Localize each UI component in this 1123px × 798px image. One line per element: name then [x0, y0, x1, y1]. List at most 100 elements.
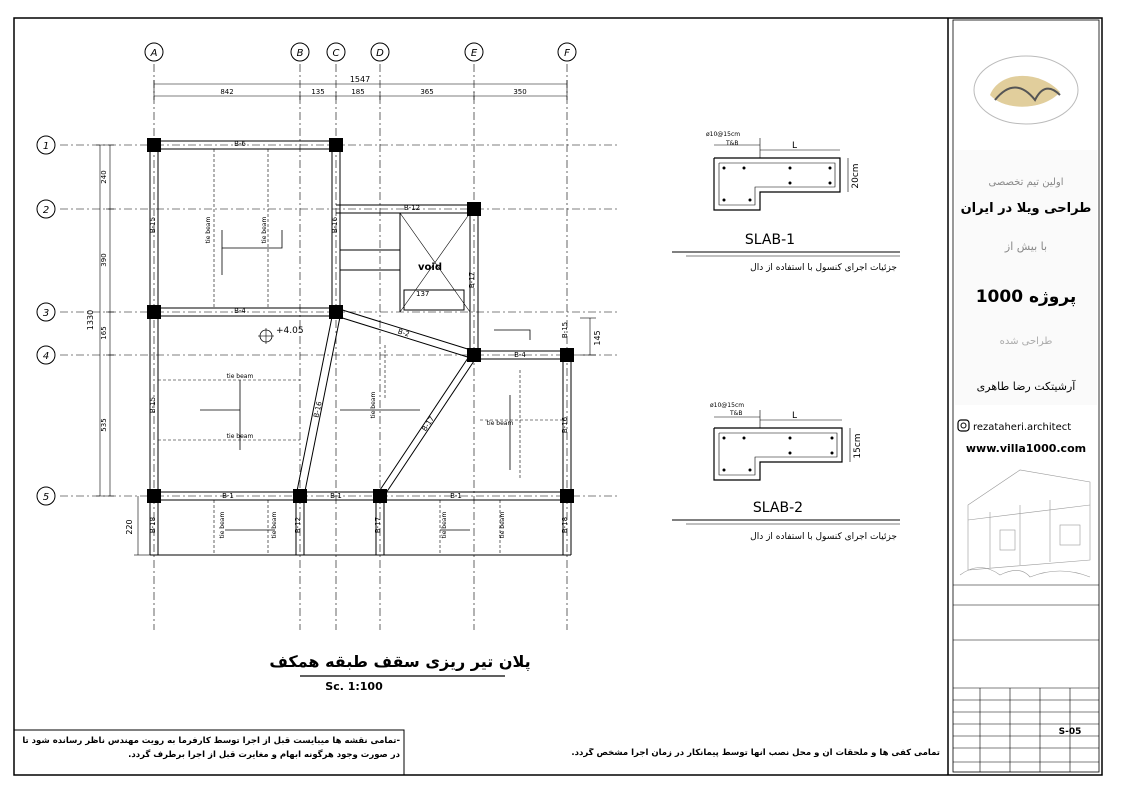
svg-text:L: L — [792, 141, 797, 151]
bottom-left-dim: 220 — [125, 519, 134, 534]
svg-text:tie beam: tie beam — [370, 392, 377, 419]
axis-bubble-2 — [36, 199, 56, 219]
svg-text:B-4: B-4 — [514, 351, 526, 359]
level-text: +4.05 — [276, 326, 304, 336]
brand-logo — [973, 55, 1079, 125]
slab2-dim: 15cm — [853, 433, 863, 458]
top-dim: 135 — [311, 88, 324, 96]
axis-bubble-D — [370, 42, 390, 62]
svg-text:B-1: B-1 — [450, 492, 462, 500]
top-dim: 185 — [351, 88, 364, 96]
slab-arrows — [200, 230, 531, 531]
svg-text:B-15: B-15 — [149, 217, 157, 233]
axis-label-B: B — [297, 48, 304, 59]
svg-text:L: L — [792, 411, 797, 421]
svg-text:tie beam: tie beam — [271, 512, 278, 539]
sidebar-line4: 1000 پروژه — [976, 287, 1077, 307]
left-dimension-lines — [96, 144, 150, 556]
sheet-border — [13, 17, 1103, 776]
left-dim: 390 — [100, 253, 108, 266]
void-label: void — [418, 262, 442, 273]
axis-label-F: F — [564, 48, 570, 59]
svg-text:tie beam: tie beam — [441, 512, 448, 539]
slab1-rebars — [722, 166, 832, 202]
svg-text:B-1: B-1 — [222, 492, 234, 500]
beams — [149, 140, 572, 556]
axis-label-4: 4 — [43, 351, 49, 362]
axis-label-D: D — [376, 48, 384, 59]
top-dimension-lines — [153, 80, 568, 100]
axis-bubble-E — [464, 42, 484, 62]
sidebar-line3: با بیش از — [1004, 240, 1047, 253]
notes-box — [13, 729, 405, 776]
sidebar-line1: اولین تیم تخصصی — [988, 177, 1063, 188]
svg-text:tie beam: tie beam — [227, 373, 254, 380]
svg-text:T&B: T&B — [725, 140, 738, 147]
svg-text:tie beam: tie beam — [219, 512, 226, 539]
svg-text:B-16: B-16 — [561, 416, 569, 433]
slab1-detail — [713, 138, 849, 211]
svg-text:B-17: B-17 — [374, 517, 382, 533]
svg-text:B-18: B-18 — [561, 517, 569, 533]
instagram-icon — [957, 419, 970, 432]
axis-label-5: 5 — [43, 492, 49, 503]
sheet-number: S-05 — [1059, 727, 1082, 737]
svg-text:tie beam: tie beam — [499, 512, 506, 539]
axis-label-A: A — [150, 48, 158, 59]
right-dim: 145 — [593, 330, 602, 345]
svg-text:B-1: B-1 — [330, 492, 342, 500]
title-block — [953, 584, 1099, 772]
plan-scale: Sc. 1:100 — [325, 680, 383, 693]
svg-text:B-17: B-17 — [468, 272, 476, 288]
svg-text:B-16: B-16 — [312, 400, 323, 418]
axis-bubble-C — [326, 42, 346, 62]
slab1-dim: 20cm — [851, 163, 861, 188]
slab2-rebar: ø10@15cm — [710, 402, 744, 409]
void-dim: 137 — [416, 290, 429, 298]
svg-text:B-16: B-16 — [331, 216, 339, 233]
axis-bubble-A — [144, 42, 164, 62]
tie-beams — [158, 149, 563, 555]
svg-text:tie beam: tie beam — [205, 217, 212, 244]
axis-bubble-4 — [36, 345, 56, 365]
svg-text:tie beam: tie beam — [261, 217, 268, 244]
sidebar-architect: آرشیتکت رضا طاهری — [977, 379, 1077, 393]
svg-text:B-15: B-15 — [149, 397, 157, 413]
svg-text:B-12: B-12 — [294, 517, 302, 533]
slab1-rebar: ø10@15cm — [706, 131, 740, 138]
left-total-dim: 1330 — [86, 310, 95, 330]
svg-text:B-6: B-6 — [234, 140, 246, 148]
slab1-title: SLAB-1 — [745, 232, 795, 248]
slab2-caption: جزئیات اجرای کنسول با استفاده از دال — [750, 532, 897, 542]
top-dims: 842 135 185 365 350 — [220, 88, 526, 96]
axis-label-2: 2 — [43, 205, 49, 216]
sidebar-instagram: rezataheri.architect — [973, 422, 1071, 433]
svg-text:T&B: T&B — [729, 410, 742, 417]
axis-label-1: 1 — [43, 141, 49, 152]
svg-text:B-18: B-18 — [149, 517, 157, 533]
axis-label-E: E — [471, 48, 478, 59]
axis-bubble-1 — [36, 135, 56, 155]
svg-text:tie beam: tie beam — [487, 420, 514, 427]
columns — [147, 138, 574, 503]
sidebar-line2: طراحی ویلا در ایران — [961, 201, 1092, 216]
sidebar-line5: طراحی شده — [1000, 336, 1053, 347]
axis-bubble-B — [290, 42, 310, 62]
top-dim: 350 — [513, 88, 526, 96]
top-dim: 842 — [220, 88, 233, 96]
axis-bubble-3 — [36, 302, 56, 322]
top-dim: 365 — [420, 88, 433, 96]
axis-bubble-5 — [36, 486, 56, 506]
slab2-detail — [713, 410, 851, 481]
slab2-rebars — [722, 436, 834, 472]
slab1-caption: جزئیات اجرای کنسول با استفاده از دال — [750, 263, 897, 273]
slab2-title: SLAB-2 — [753, 500, 803, 516]
axis-label-C: C — [333, 48, 340, 59]
svg-text:tie beam: tie beam — [227, 433, 254, 440]
axis-bubble-F — [557, 42, 577, 62]
tie-beam-labels: tie beam tie beam tie beam tie beam tie … — [205, 217, 513, 539]
